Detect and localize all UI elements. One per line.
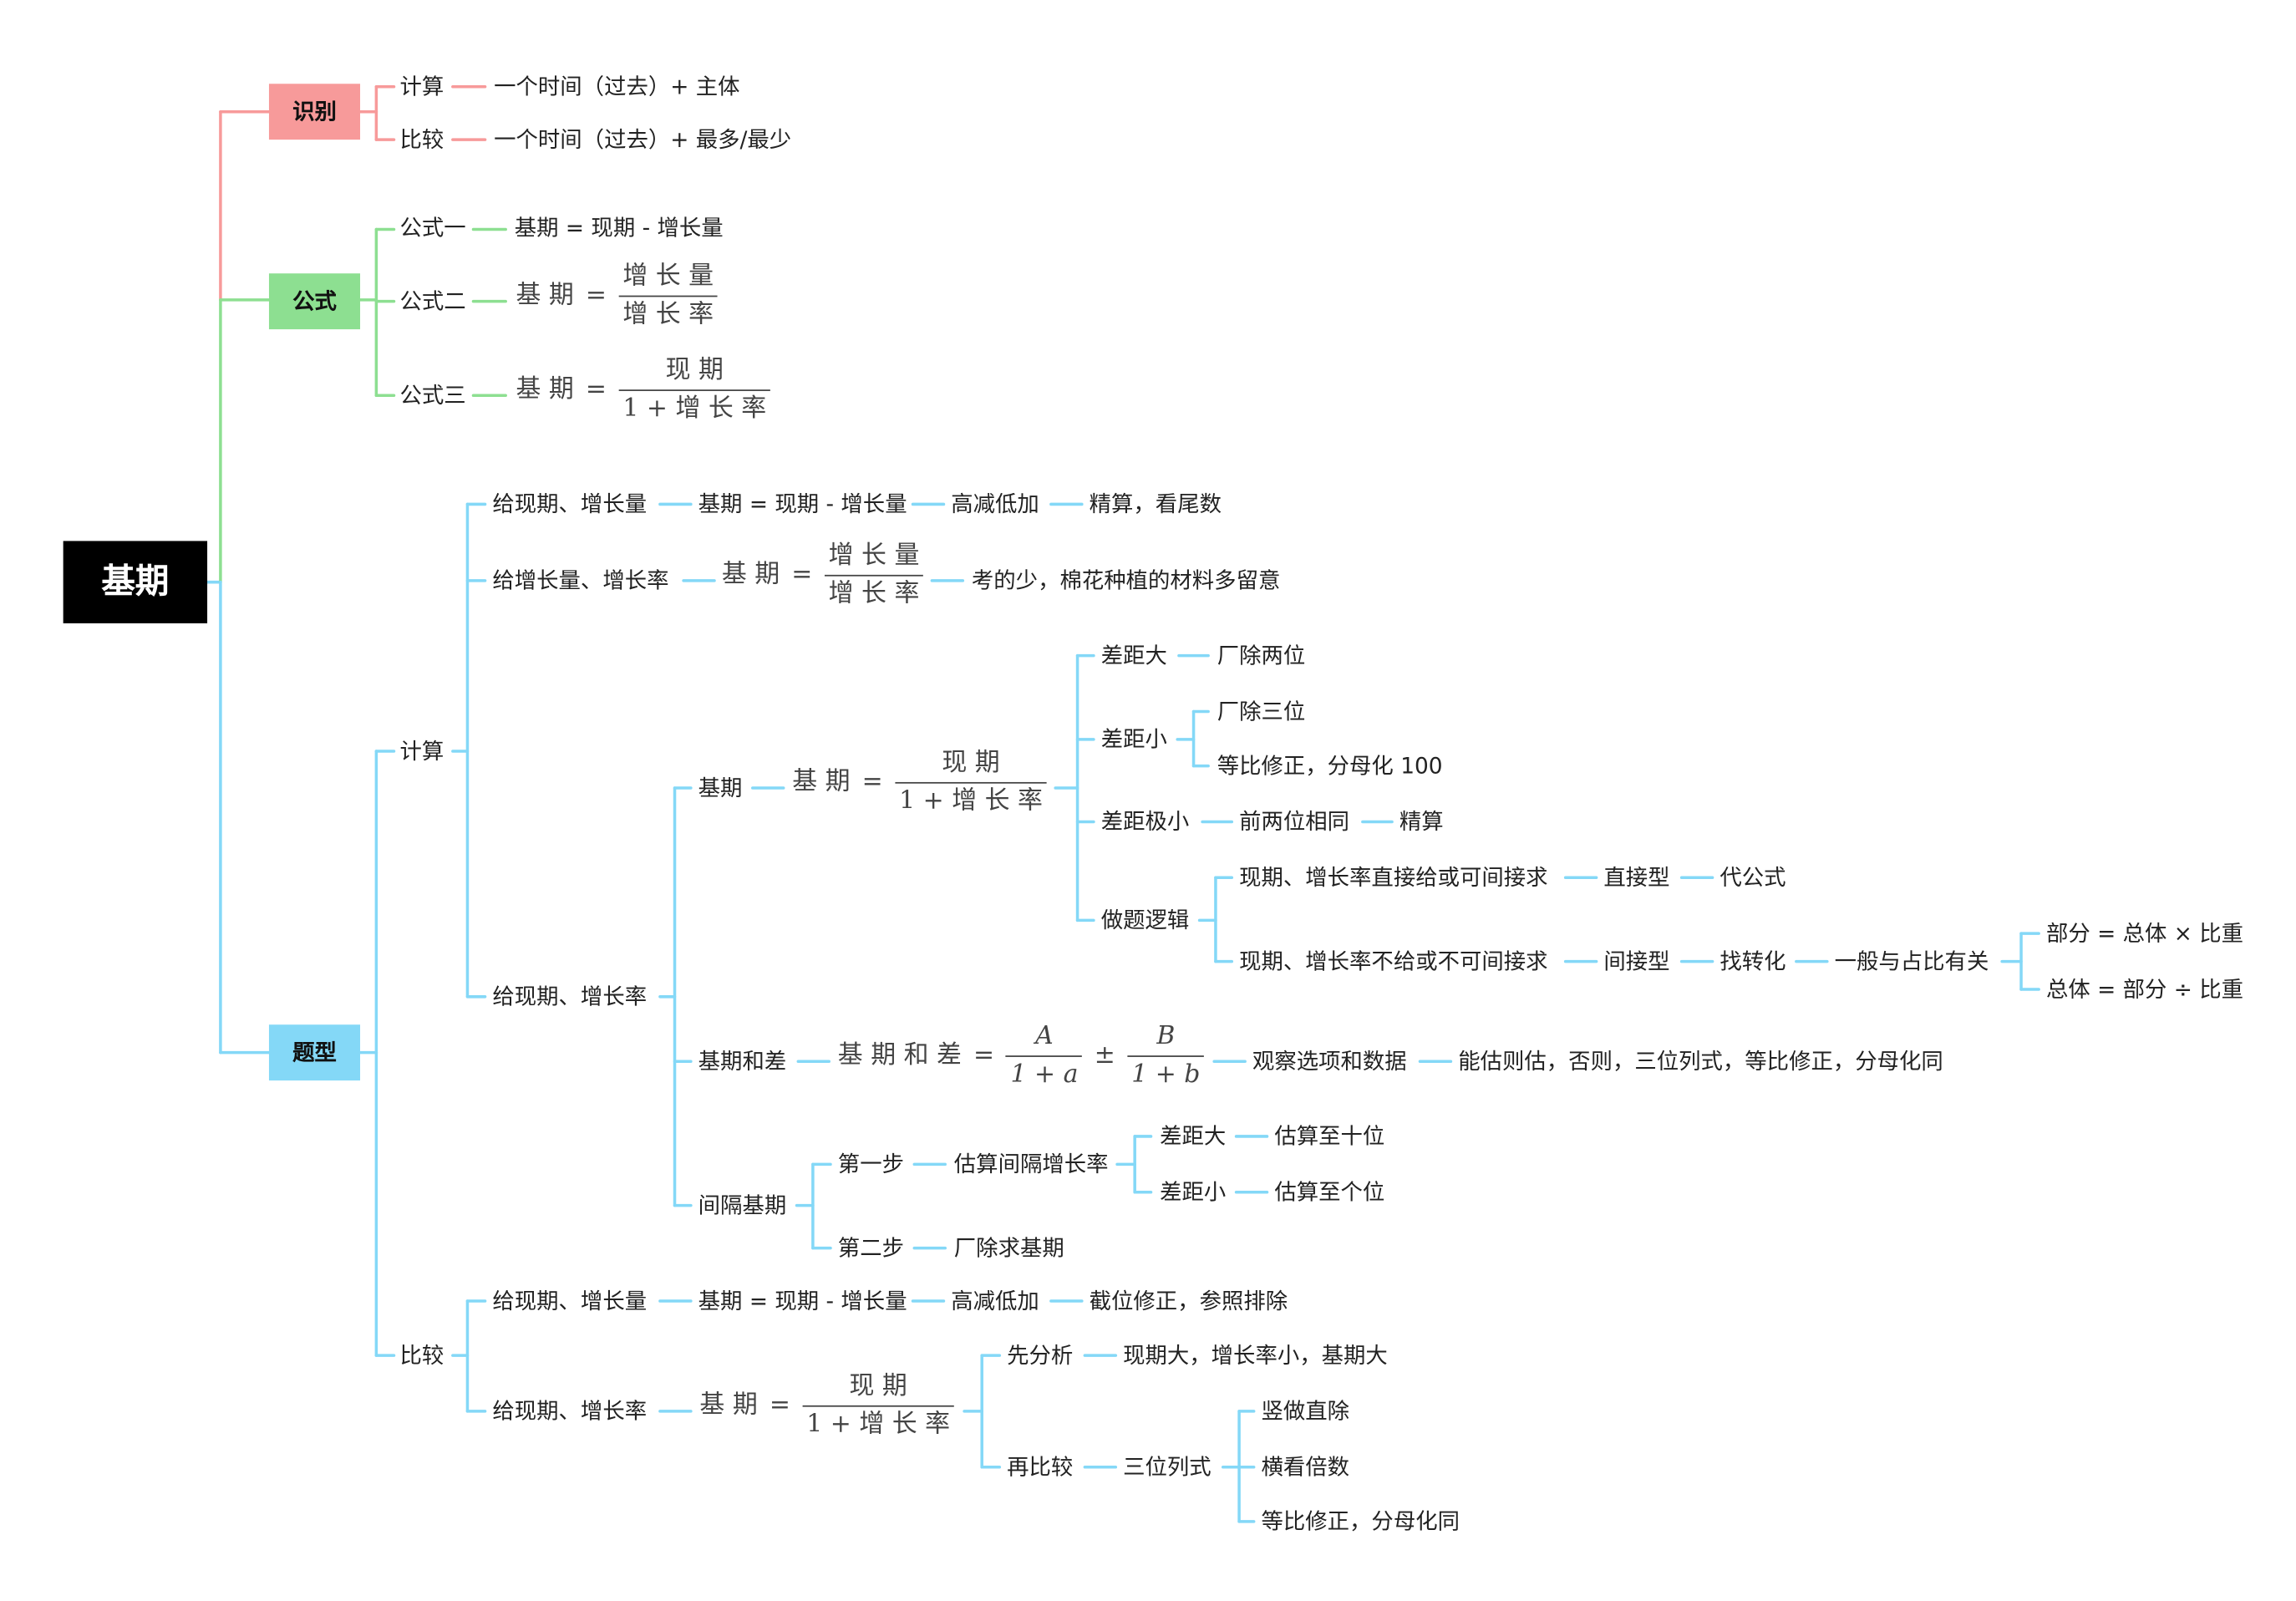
recognize-compare-rule[interactable]: 一个时间（过去）+ 最多/最少 <box>494 126 792 153</box>
cmp-analyze-text[interactable]: 现期大，增长率小，基期大 <box>1123 1342 1388 1369</box>
formula-1-text[interactable]: 基期 = 现期 - 增长量 <box>514 214 724 241</box>
cmp-b-label[interactable]: 给现期、增长率 <box>492 1398 648 1425</box>
calc-b-math: 基 期= 增 长 量增 长 率 <box>722 543 924 607</box>
logic-rule-1[interactable]: 部分 = 总体 × 比重 <box>2045 920 2244 947</box>
cmp-compare[interactable]: 再比较 <box>1007 1453 1074 1481</box>
logic-indirect-type[interactable]: 间接型 <box>1603 948 1670 975</box>
logic-direct-type[interactable]: 直接型 <box>1603 864 1670 892</box>
cmp-a-tip[interactable]: 截位修正，参照排除 <box>1089 1288 1288 1314</box>
logic-direct-act[interactable]: 代公式 <box>1719 864 1786 892</box>
gap-big[interactable]: 差距大 <box>1100 642 1167 669</box>
interval-step1[interactable]: 第一步 <box>837 1151 904 1178</box>
types-calc[interactable]: 计算 <box>399 738 444 765</box>
recognize-calc[interactable]: 计算 <box>399 73 444 100</box>
cmp-m3[interactable]: 等比修正，分母化同 <box>1261 1508 1460 1535</box>
calc-b-tip[interactable]: 考的少，棉花种植的材料多留意 <box>971 567 1281 594</box>
cmp-m1[interactable]: 竖做直除 <box>1261 1398 1350 1425</box>
logic-indirect-act[interactable]: 找转化 <box>1719 948 1786 975</box>
interval-label[interactable]: 间隔基期 <box>698 1192 787 1219</box>
gap-tiny-act2[interactable]: 精算 <box>1399 808 1444 836</box>
calc-a-tip[interactable]: 精算，看尾数 <box>1089 490 1222 518</box>
cmp-a-method[interactable]: 高减低加 <box>951 1288 1039 1314</box>
sumdiff-obs[interactable]: 观察选项和数据 <box>1252 1048 1407 1075</box>
formula-3-label[interactable]: 公式三 <box>399 382 466 409</box>
logic-label[interactable]: 做题逻辑 <box>1100 907 1190 934</box>
logic-indirect-rel[interactable]: 一般与占比有关 <box>1834 948 1989 975</box>
calc-c-label[interactable]: 给现期、增长率 <box>492 983 648 1010</box>
sumdiff-label[interactable]: 基期和差 <box>698 1048 787 1075</box>
formula-node[interactable]: 公式 <box>268 273 361 330</box>
logic-rule-2[interactable]: 总体 = 部分 ÷ 比重 <box>2045 976 2244 1003</box>
gap-big-act[interactable]: 厂除两位 <box>1217 642 1306 669</box>
recognize-node[interactable]: 识别 <box>268 84 361 140</box>
cmp-a-formula[interactable]: 基期 = 现期 - 增长量 <box>698 1288 907 1314</box>
root-node[interactable]: 基期 <box>63 541 208 623</box>
gap-tiny[interactable]: 差距极小 <box>1100 808 1190 836</box>
calc-a-label[interactable]: 给现期、增长量 <box>492 490 648 518</box>
formula-1-label[interactable]: 公式一 <box>399 214 466 241</box>
base-label[interactable]: 基期 <box>698 775 743 801</box>
cmp-a-label[interactable]: 给现期、增长量 <box>492 1288 648 1314</box>
formula-2-math: 基 期= 增 长 量增 长 率 <box>516 264 719 328</box>
cmp-m2[interactable]: 横看倍数 <box>1261 1453 1350 1481</box>
interval-step1-act[interactable]: 估算间隔增长率 <box>953 1151 1109 1178</box>
interval-gap-small-act[interactable]: 估算至个位 <box>1274 1178 1385 1206</box>
cmp-analyze[interactable]: 先分析 <box>1007 1342 1074 1369</box>
cmp-method[interactable]: 三位列式 <box>1123 1453 1211 1481</box>
recognize-compare[interactable]: 比较 <box>399 126 444 153</box>
types-compare[interactable]: 比较 <box>399 1342 444 1369</box>
gap-small-act1[interactable]: 厂除三位 <box>1217 698 1306 725</box>
sumdiff-tip[interactable]: 能估则估，否则，三位列式，等比修正，分母化同 <box>1458 1048 1943 1075</box>
recognize-calc-rule[interactable]: 一个时间（过去）+ 主体 <box>494 73 740 100</box>
gap-tiny-act1[interactable]: 前两位相同 <box>1239 808 1350 836</box>
interval-step2[interactable]: 第二步 <box>837 1234 904 1262</box>
logic-direct-cond[interactable]: 现期、增长率直接给或可间接求 <box>1239 864 1548 892</box>
gap-small-act2[interactable]: 等比修正，分母化 100 <box>1217 752 1443 780</box>
interval-gap-big[interactable]: 差距大 <box>1160 1123 1227 1150</box>
calc-a-method[interactable]: 高减低加 <box>951 490 1039 518</box>
logic-indirect-cond[interactable]: 现期、增长率不给或不可间接求 <box>1239 948 1548 975</box>
calc-b-label[interactable]: 给增长量、增长率 <box>492 567 669 594</box>
gap-small[interactable]: 差距小 <box>1100 726 1167 753</box>
formula-2-label[interactable]: 公式二 <box>399 287 466 315</box>
types-node[interactable]: 题型 <box>268 1024 361 1081</box>
interval-gap-small[interactable]: 差距小 <box>1160 1178 1227 1206</box>
interval-step2-act[interactable]: 厂除求基期 <box>953 1234 1064 1262</box>
interval-gap-big-act[interactable]: 估算至十位 <box>1274 1123 1385 1150</box>
calc-a-formula[interactable]: 基期 = 现期 - 增长量 <box>698 490 907 518</box>
